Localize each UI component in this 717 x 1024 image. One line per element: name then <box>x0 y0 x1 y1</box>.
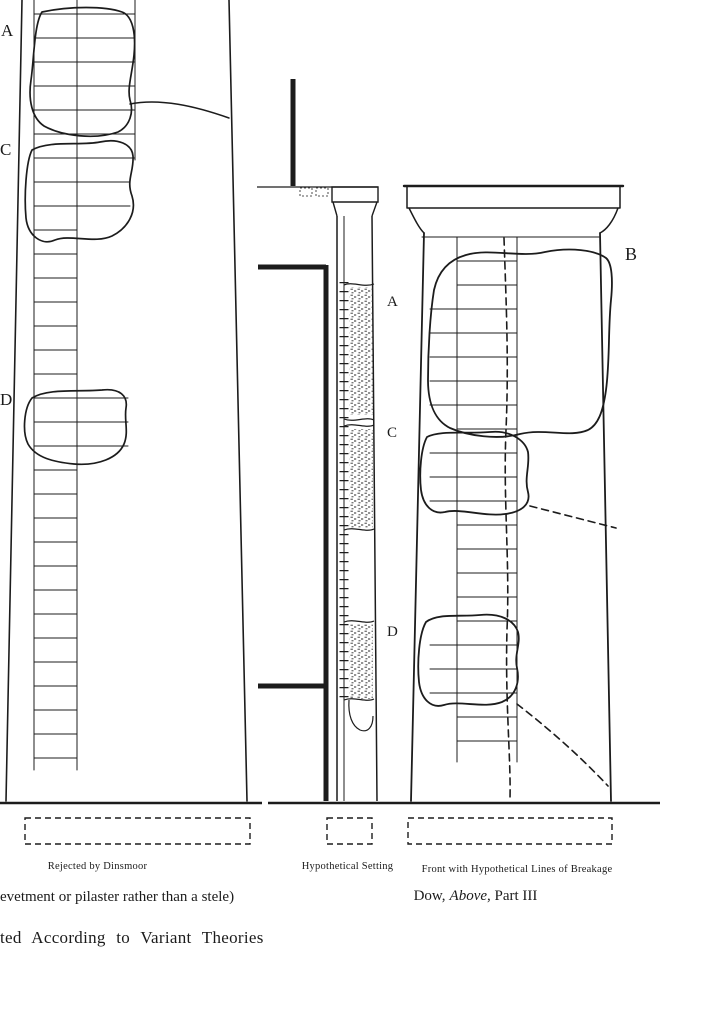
middle-fragment-c-label: C <box>387 425 398 441</box>
left-breakage-curve <box>129 101 230 119</box>
right-fragment-d-outline <box>417 613 520 707</box>
right-fragment-b-label: B <box>625 244 638 264</box>
middle-fragment-a-label: A <box>387 294 398 310</box>
left-figure-note: evetment or pilaster rather than a stele… <box>0 889 235 905</box>
left-stele-drawing <box>5 0 248 802</box>
left-stele-edges <box>5 0 248 802</box>
section-fragment-a-hatch <box>349 287 373 415</box>
left-stele-course-grid <box>33 0 136 771</box>
left-fragment-c-outline <box>24 139 135 243</box>
hypothetical-breakage-dashed-diagonal-lower <box>516 703 609 787</box>
cap-profile <box>331 186 379 217</box>
hypothetical-breakage-dashed-diagonal-upper <box>529 505 617 529</box>
left-figure-caption: Rejected by Dinsmoor <box>47 861 148 872</box>
buried-footing-left-dashed <box>24 817 251 845</box>
right-shaft-edges <box>410 232 612 802</box>
clamp-dotted-marks <box>299 187 329 197</box>
left-fragment-d-outline <box>23 388 128 466</box>
plate-footer-title: ted According to Variant Theories <box>0 928 264 947</box>
hypothetical-breakage-dashed-vertical <box>503 237 511 799</box>
buried-footing-right-dashed <box>407 817 613 845</box>
left-fragment-d-label: D <box>0 390 13 409</box>
middle-figure-caption: Hypothetical Setting <box>301 861 394 872</box>
middle-section-drawing <box>257 79 379 802</box>
section-break-lines <box>343 283 375 701</box>
right-course-grid <box>429 236 518 763</box>
left-fragment-a-label: A <box>1 21 14 40</box>
right-figure-caption: Front with Hypothetical Lines of Breakag… <box>421 864 613 875</box>
left-fragment-c-label: C <box>0 140 12 159</box>
credit-suffix: , Part III <box>487 888 538 904</box>
right-fragment-b-outline <box>427 248 613 438</box>
right-stele-drawing <box>402 184 625 802</box>
right-fragment-c-outline <box>419 430 530 516</box>
capital-block <box>406 185 621 234</box>
ground-and-footings <box>0 801 660 845</box>
section-fragment-c-hatch <box>349 429 373 528</box>
credit-italic-title: Above <box>449 888 488 904</box>
credit-prefix: Dow, <box>413 888 446 904</box>
middle-fragment-d-label: D <box>387 624 398 640</box>
right-figure-credit: Dow,Above, Part III <box>393 888 558 905</box>
buried-footing-middle-dashed <box>326 817 373 845</box>
section-fragment-d-hatch <box>349 624 373 699</box>
wall-face-profile <box>258 264 329 801</box>
section-fragment-d-tail <box>348 699 374 732</box>
left-fragment-a-outline <box>29 6 136 138</box>
